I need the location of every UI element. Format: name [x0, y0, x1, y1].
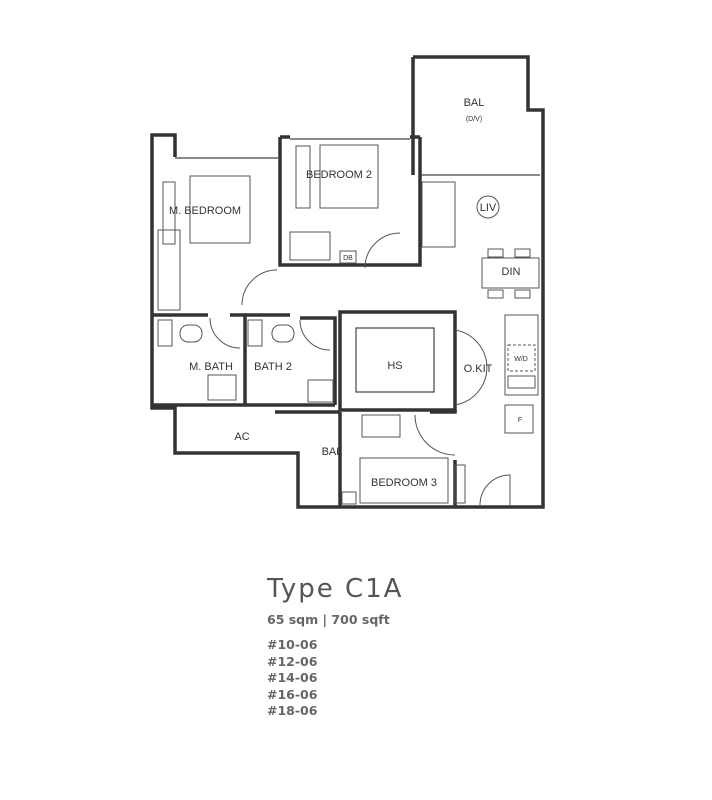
- dining-table: [481, 257, 540, 289]
- label-wd: W/D: [514, 356, 528, 363]
- label-bedroom2: BEDROOM 2: [306, 169, 372, 181]
- label-master-bedroom: M. BEDROOM: [169, 205, 241, 217]
- db-box: [339, 250, 357, 264]
- wardrobe-3: [361, 414, 401, 438]
- wardrobe-master: [157, 229, 181, 311]
- unit-number: #12-06: [267, 653, 318, 669]
- label-bath2: BATH 2: [254, 361, 292, 373]
- fridge: [504, 404, 534, 434]
- washer-dryer: [507, 344, 536, 372]
- toilet-master: [179, 324, 203, 343]
- toilet-2: [271, 324, 295, 343]
- label-living: LIV: [480, 202, 497, 214]
- door-bedroom2: [364, 232, 401, 269]
- label-db: DB: [343, 255, 353, 262]
- unit-area: 65 sqm | 700 sqft: [267, 612, 390, 627]
- shower-2: [247, 319, 263, 347]
- shower-master: [157, 319, 173, 347]
- unit-type-title: Type C1A: [267, 574, 404, 604]
- label-open-kitchen: O.KIT: [464, 363, 493, 375]
- label-hs: HS: [387, 360, 402, 372]
- walls: [150, 55, 545, 509]
- label-bal-top: BAL: [464, 97, 485, 109]
- label-ac: AC: [234, 431, 249, 443]
- bed-3: [359, 457, 449, 504]
- floor-plan: BAL (D/V) BEDROOM 2 M. BEDROOM LIV DIN H…: [150, 55, 545, 509]
- label-dining: DIN: [502, 266, 521, 278]
- furniture: [157, 144, 540, 506]
- basin-2: [307, 379, 334, 403]
- label-bal-bottom: BAL: [322, 446, 343, 458]
- door-master: [241, 269, 278, 306]
- hob: [507, 375, 536, 389]
- unit-number: #10-06: [267, 637, 318, 652]
- sofa: [421, 181, 456, 248]
- bed-2: [319, 144, 379, 209]
- label-master-bath: M. BATH: [189, 361, 233, 373]
- label-bedroom3: BEDROOM 3: [371, 477, 437, 489]
- unit-number: #14-06: [267, 670, 318, 685]
- basin-master: [207, 374, 237, 401]
- unit-numbers: #10-06 #12-06 #14-06 #16-06 #18-06: [267, 637, 317, 720]
- wardrobe-2: [289, 231, 331, 261]
- label-bal-note: (D/V): [466, 116, 482, 123]
- door-hs: [454, 329, 488, 406]
- room-labels: BAL (D/V) BEDROOM 2 M. BEDROOM LIV DIN H…: [169, 97, 528, 489]
- unit-number: #16-06: [267, 686, 318, 702]
- bed-master: [189, 175, 251, 244]
- label-fridge: F: [518, 417, 522, 424]
- kitchen-counter: [504, 314, 539, 396]
- liv-marker: [476, 195, 500, 219]
- unit-number: #18-06: [267, 703, 318, 718]
